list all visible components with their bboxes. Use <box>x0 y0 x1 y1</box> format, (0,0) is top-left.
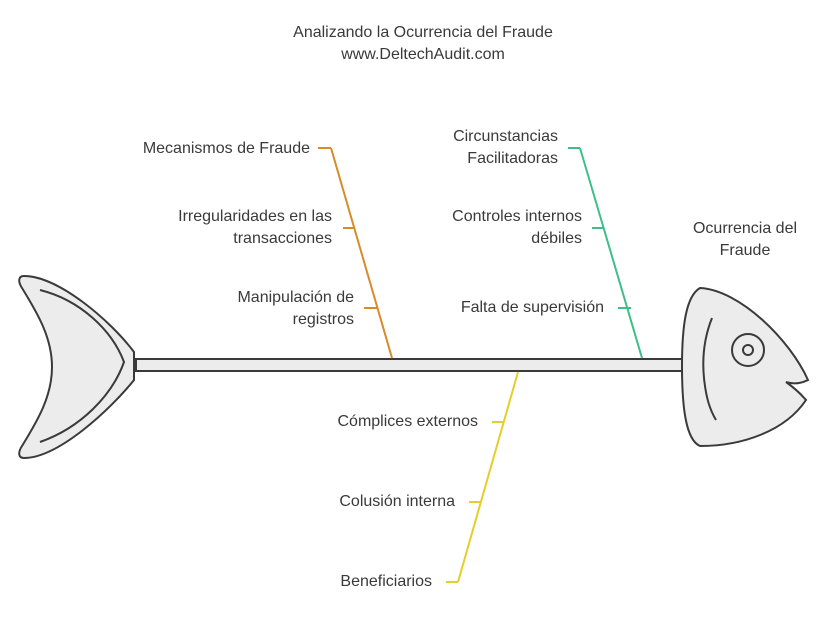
cause-label: Manipulación de registros <box>80 287 354 331</box>
cause-label-line: Beneficiarios <box>340 573 432 590</box>
branch-3-bones <box>446 371 519 583</box>
cause-label-line: Circunstancias <box>453 128 558 145</box>
branch-2-bones <box>568 147 643 359</box>
cause-label-line: débiles <box>531 230 582 247</box>
head-label-line-1: Ocurrencia del <box>692 220 798 237</box>
fish-gill <box>702 317 717 421</box>
cause-label-line: Manipulación de <box>237 289 354 306</box>
cause-label-line: Falta de supervisión <box>460 299 604 316</box>
diagram-title: Analizando la Ocurrencia del Fraude <box>293 24 553 41</box>
cause-label: Beneficiarios <box>220 571 432 593</box>
fish-pupil <box>742 344 754 356</box>
cause-label-line: registros <box>292 311 354 328</box>
branch-1-bones <box>318 147 393 359</box>
cause-label: Colusión interna <box>240 491 455 513</box>
cause-label-line: transacciones <box>233 230 332 247</box>
cause-label-line: Colusión interna <box>339 493 455 510</box>
cause-label: Irregularidades en las transacciones <box>60 206 332 250</box>
fish-tail-inner-line <box>39 289 126 443</box>
cause-label: Cómplices externos <box>260 411 479 433</box>
cause-label-line: Controles internos <box>452 208 582 225</box>
fish-head-label: Ocurrencia del Fraude <box>680 218 810 262</box>
cause-label-line: Mecanismos de Fraude <box>142 140 310 157</box>
cause-label: Circunstancias Facilitadoras <box>380 126 558 170</box>
cause-label: Controles internos débiles <box>380 206 582 250</box>
cause-label: Falta de supervisión <box>380 297 604 319</box>
head-label-line-2: Fraude <box>719 242 771 259</box>
cause-label-line: Facilitadoras <box>467 150 558 167</box>
cause-label: Mecanismos de Fraude <box>60 138 310 160</box>
fish-head <box>680 286 810 448</box>
fish-tail <box>18 274 135 460</box>
cause-label-line: Cómplices externos <box>337 413 479 430</box>
diagram-header: Analizando la Ocurrencia del Fraude www.… <box>0 22 840 66</box>
fish-spine <box>135 358 689 372</box>
cause-label-line: Irregularidades en las <box>178 208 332 225</box>
diagram-subtitle: www.DeltechAudit.com <box>341 46 505 63</box>
